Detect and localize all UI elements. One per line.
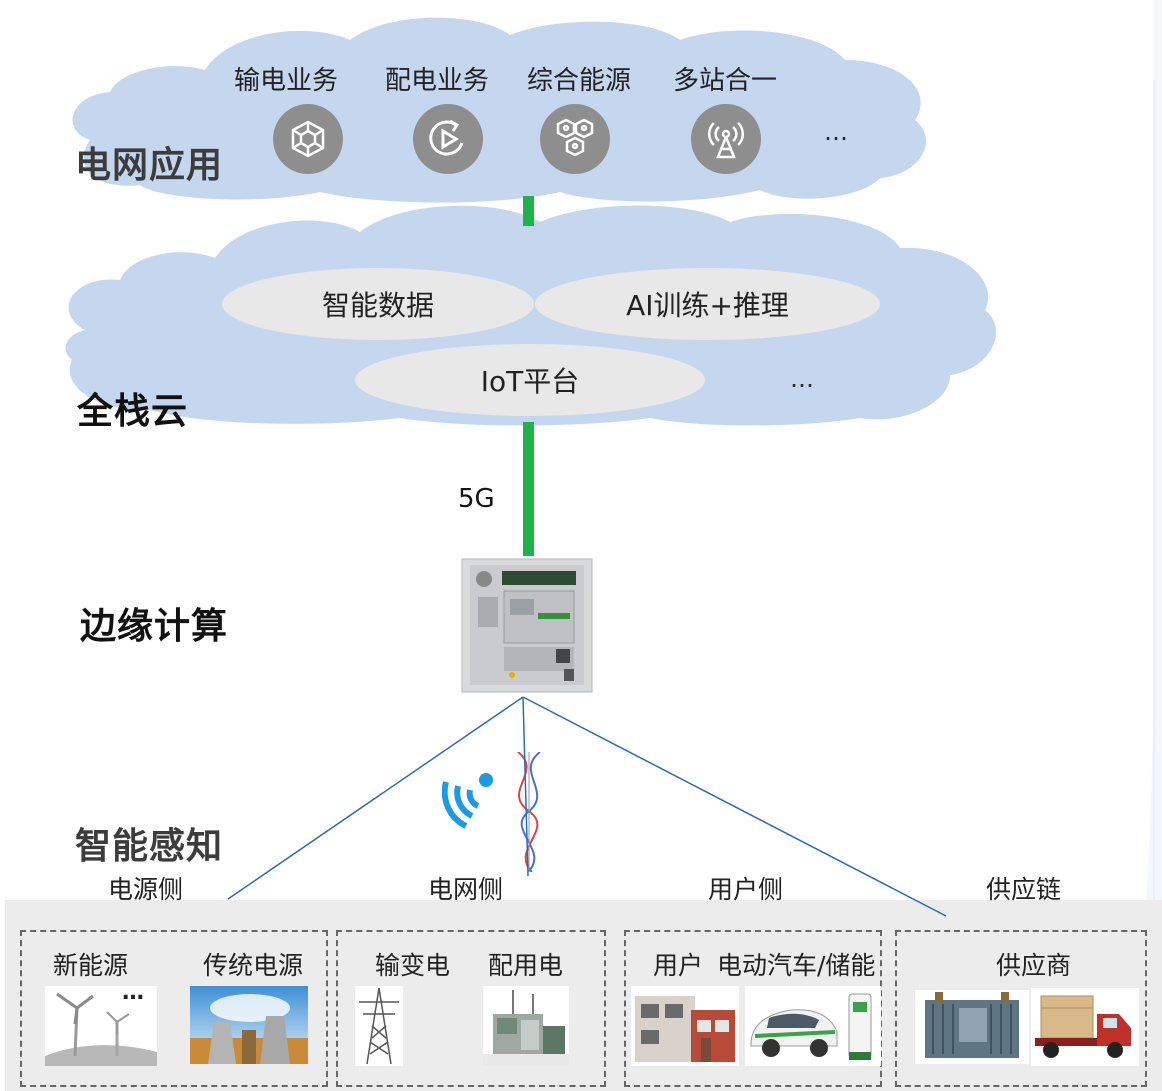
signal-wave-icon [517, 752, 541, 872]
group-box-user [624, 930, 882, 1087]
group-box-supply-chain [895, 930, 1147, 1087]
app-label-multi-station: 多站合一 [673, 66, 778, 96]
app-label-distribution: 配电业务 [385, 66, 490, 96]
delivery-truck-image [1031, 988, 1139, 1066]
side-label-user: 用户侧 [708, 875, 784, 904]
side-label-grid: 电网侧 [428, 875, 504, 904]
substation-image [483, 986, 569, 1066]
item-label-supplier: 供应商 [996, 951, 1072, 980]
background-side-shape [1132, 0, 1162, 1091]
cloud-item-smart-data: 智能数据 [222, 268, 534, 340]
item-label-transmission-substation: 输变电 [375, 951, 451, 980]
layer-label-smart-sensing: 智能感知 [75, 826, 224, 867]
hexagon-cluster-icon [540, 104, 610, 174]
layer-label-full-stack-cloud: 全栈云 [77, 391, 189, 432]
item-label-new-energy: 新能源 [53, 951, 129, 980]
network-icon [273, 104, 343, 174]
item-label-distribution-consumption: 配用电 [488, 951, 564, 980]
edge-terminal-device-image [461, 558, 593, 693]
side-label-supply-chain: 供应链 [986, 875, 1062, 904]
power-source-more: … [122, 980, 144, 1005]
item-label-ev-storage: 电动汽车/储能 [717, 951, 876, 980]
cloud-more: … [790, 365, 814, 393]
house-image [631, 986, 739, 1066]
group-box-power-source [20, 930, 328, 1087]
middle-cloud-shape [65, 205, 997, 426]
item-label-traditional-power: 传统电源 [203, 951, 304, 980]
ev-charging-image [745, 986, 881, 1066]
layer-label-edge-computing: 边缘计算 [80, 606, 229, 647]
cloud-item-ai-training: AI训练+推理 [535, 268, 880, 340]
wifi-signal-icon [442, 773, 493, 829]
play-cycle-icon [413, 104, 483, 174]
item-label-user: 用户 [653, 951, 704, 980]
transmission-tower-image [355, 986, 403, 1066]
transformer-image [915, 990, 1029, 1064]
link-line-app-cloud [523, 196, 534, 226]
power-plant-image [190, 986, 308, 1064]
signal-tower-icon [691, 104, 761, 174]
grid-app-more: … [824, 118, 848, 146]
layer-label-grid-app: 电网应用 [75, 145, 224, 186]
cloud-item-iot-platform: IoT平台 [355, 344, 705, 416]
group-box-grid [336, 930, 606, 1087]
wind-turbine-image [45, 986, 157, 1066]
link-label-5g: 5G [458, 484, 495, 514]
side-label-power-source: 电源侧 [108, 875, 184, 904]
link-line-5g [523, 422, 534, 556]
app-label-integrated-energy: 综合能源 [527, 66, 632, 96]
app-label-transmission: 输电业务 [234, 66, 339, 96]
